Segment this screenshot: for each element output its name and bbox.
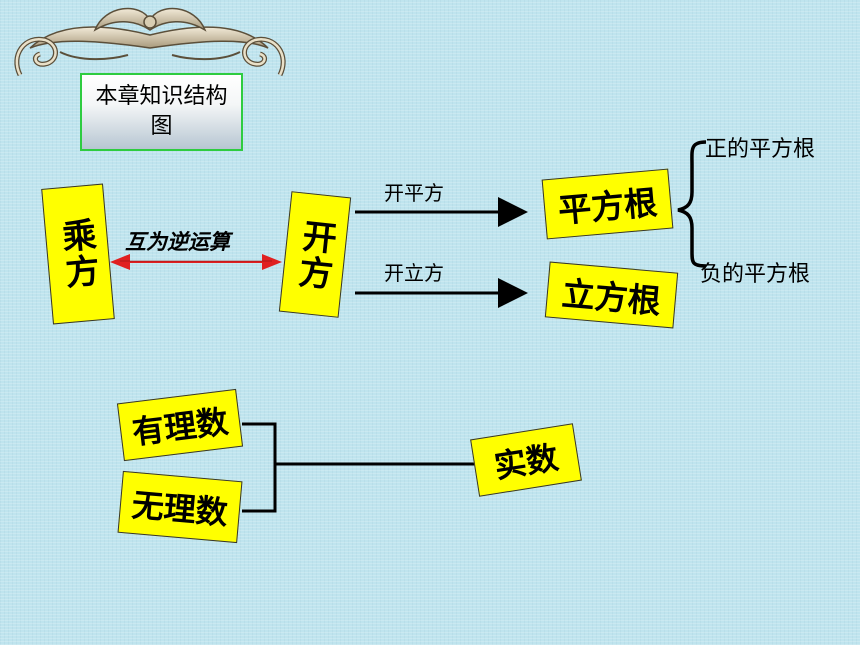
cube-root-label: 立方根 <box>560 273 663 322</box>
cbrt-op-label: 开立方 <box>384 261 444 285</box>
real-label: 实数 <box>491 438 561 486</box>
irrational-label: 无理数 <box>130 485 230 533</box>
power-label: 乘方 <box>54 216 101 292</box>
square-root-label: 平方根 <box>556 182 659 231</box>
ornament-decoration <box>14 7 286 77</box>
cube-root-box: 立方根 <box>544 261 679 329</box>
page-title: 本章知识结构图 <box>95 84 228 139</box>
inverse-label: 互为逆运算 <box>125 230 230 254</box>
rational-label: 有理数 <box>130 402 231 452</box>
number-bracket <box>242 422 277 513</box>
root-label: 开方 <box>290 216 339 293</box>
sqrt-op-label: 开平方 <box>384 181 444 205</box>
negative-root-label: 负的平方根 <box>700 262 811 287</box>
positive-root-label: 正的平方根 <box>705 137 816 162</box>
irrational-box: 无理数 <box>117 470 243 544</box>
title-box: 本章知识结构图 <box>80 73 243 151</box>
root-box: 开方 <box>278 191 352 318</box>
square-root-box: 平方根 <box>541 168 674 240</box>
power-box: 乘方 <box>41 183 115 325</box>
curly-brace <box>677 140 707 268</box>
